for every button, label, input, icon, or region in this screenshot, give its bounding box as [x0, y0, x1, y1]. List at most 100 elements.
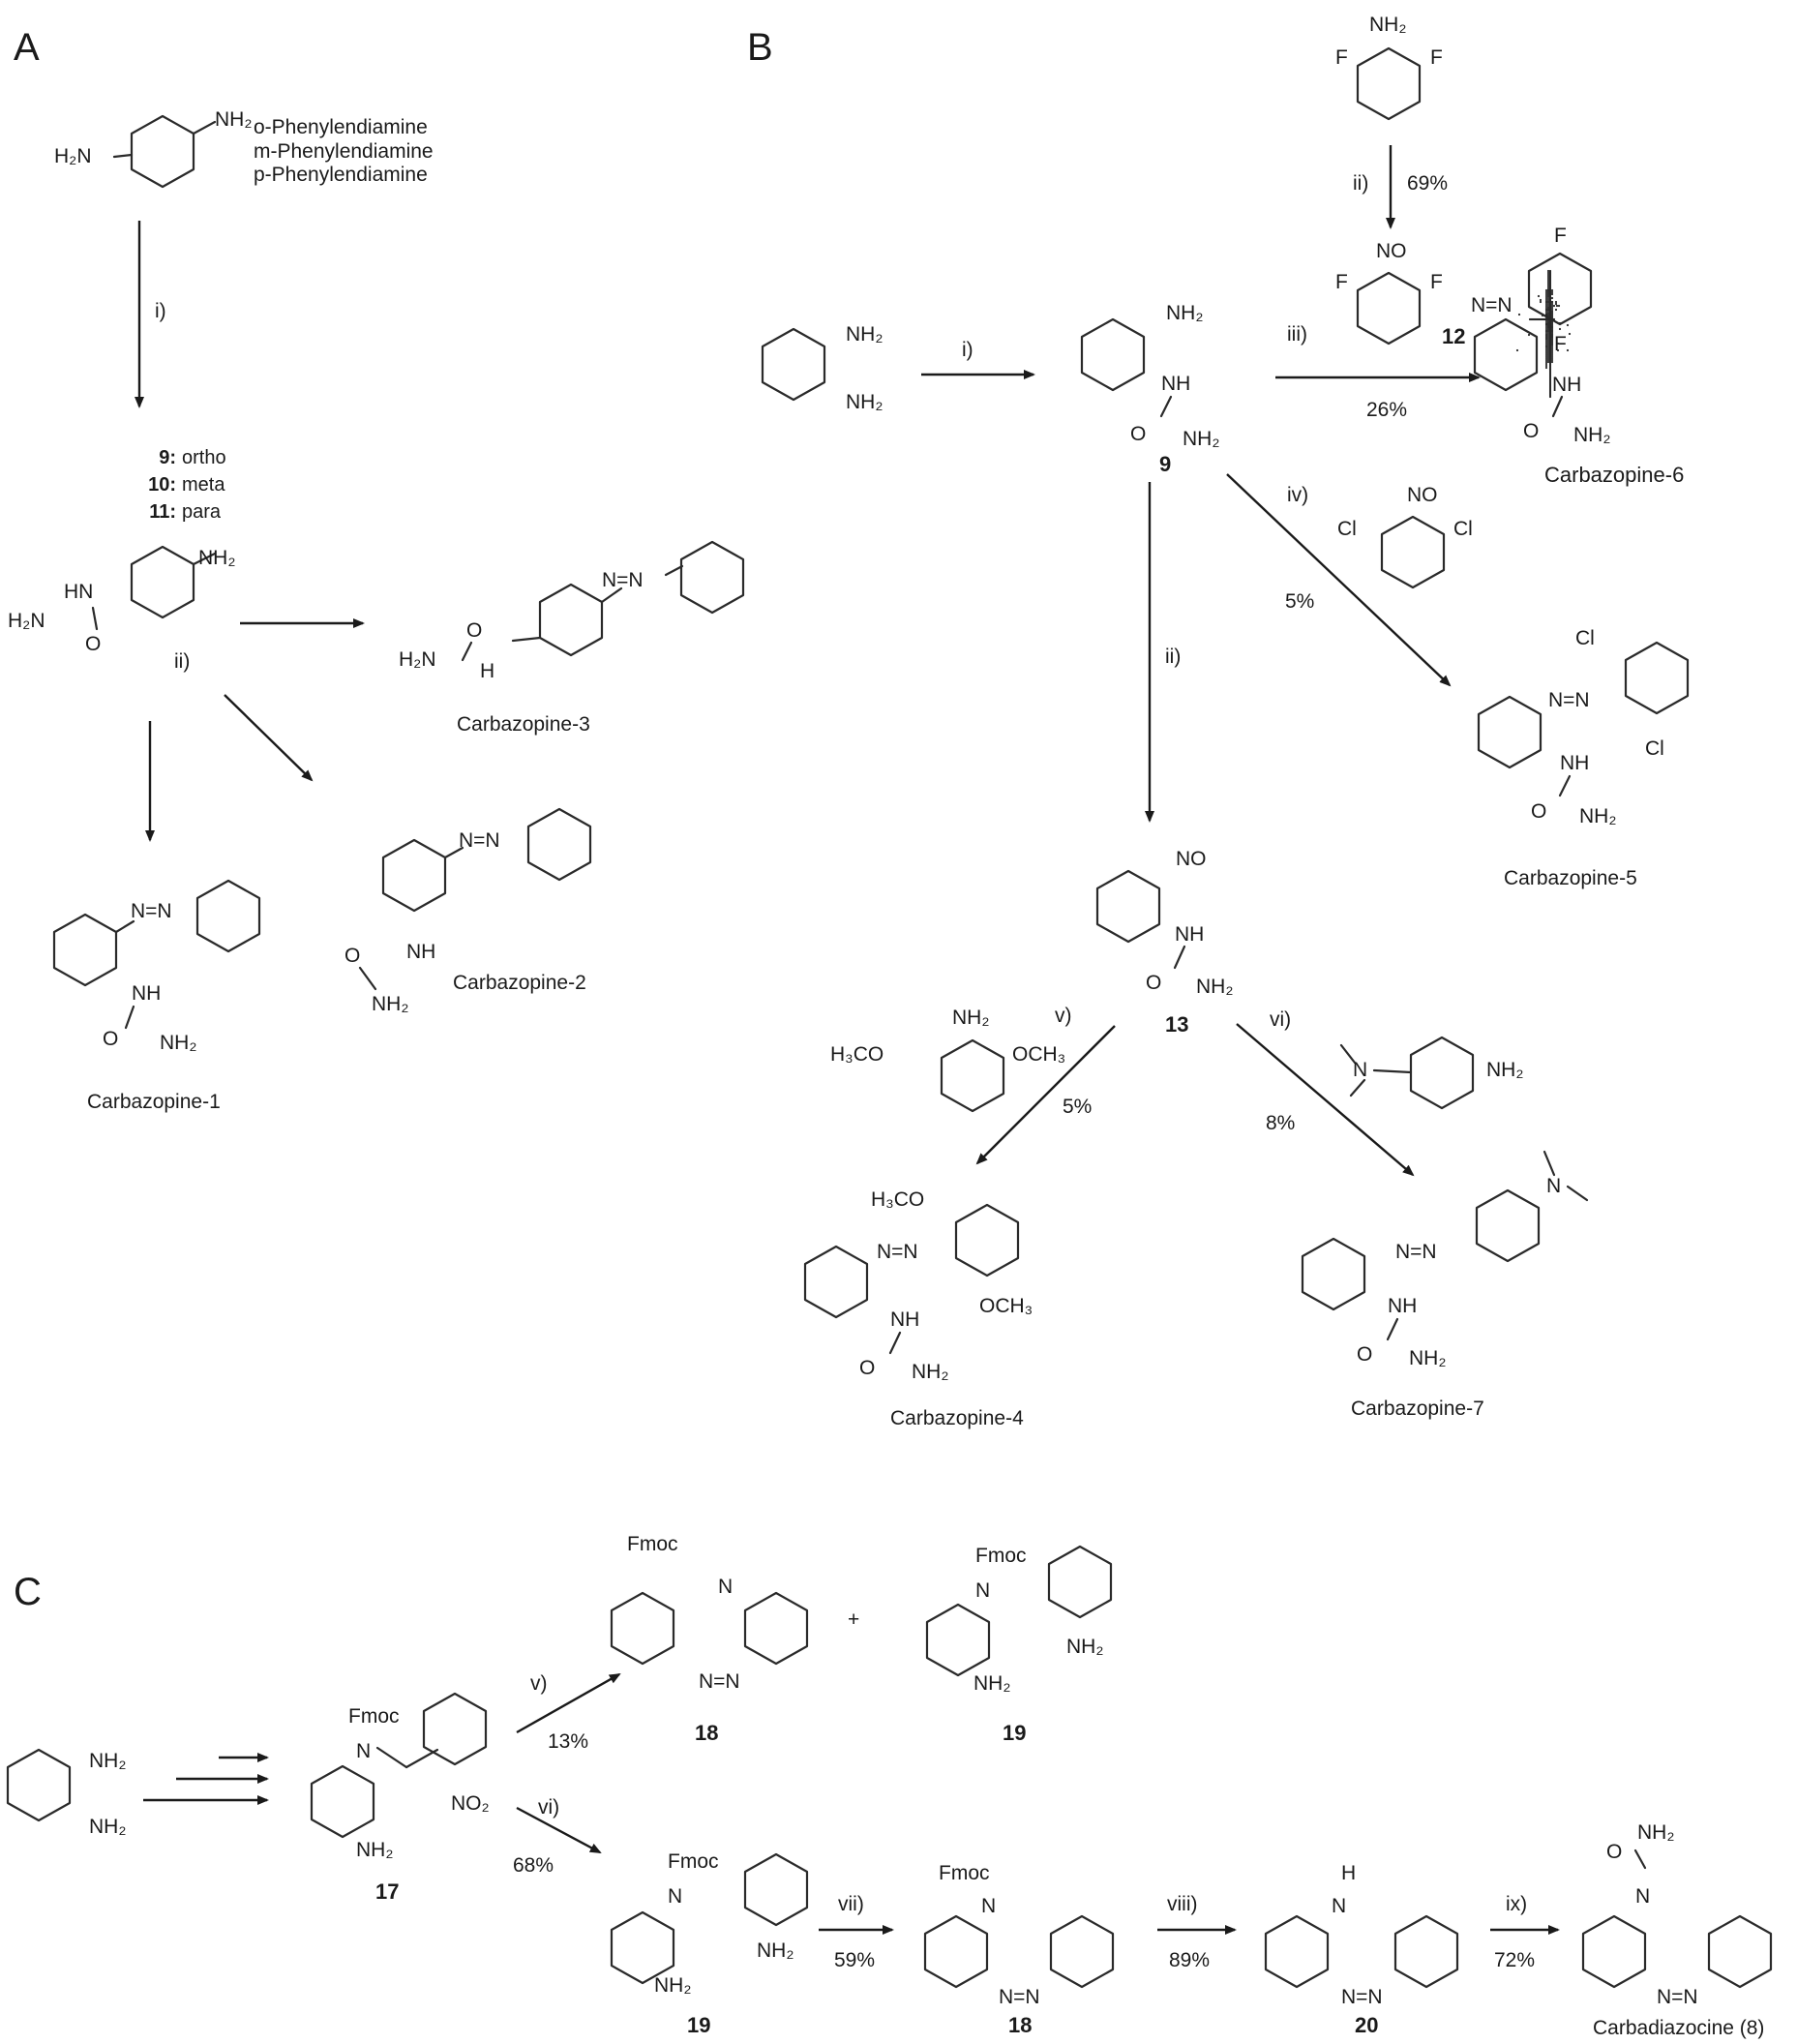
- azo-group: N=N: [1657, 1986, 1698, 2008]
- structure-carbazopine-2: N=N NH O NH₂: [344, 807, 592, 1015]
- atom-f: F: [1554, 225, 1567, 247]
- atom-f: F: [1335, 271, 1348, 293]
- atom-no2: NO₂: [451, 1792, 490, 1815]
- atom-nh2: NH₂: [1369, 14, 1406, 36]
- atom-n: N: [356, 1740, 371, 1762]
- atom-nh: NH: [890, 1308, 919, 1331]
- atom-nh2: NH₂: [912, 1361, 948, 1383]
- plus-sign: +: [848, 1608, 859, 1631]
- atom-n: N: [1635, 1885, 1650, 1908]
- compound-number: 12: [1442, 324, 1465, 348]
- azo-group: N=N: [602, 569, 644, 591]
- azo-group: N=N: [131, 900, 172, 922]
- atom-nh2: NH₂: [846, 323, 883, 346]
- atom-o: O: [1523, 420, 1539, 442]
- atom-o: O: [1146, 972, 1161, 994]
- yield-label: 72%: [1494, 1949, 1535, 1971]
- atom-nh2: NH₂: [1637, 1821, 1674, 1844]
- atom-o: O: [103, 1028, 118, 1050]
- panel-label-a: A: [14, 26, 40, 69]
- compound-number: 18: [1008, 2013, 1032, 2037]
- atom-n: N: [1353, 1059, 1367, 1081]
- ring-phenylenediamine-a: [130, 114, 195, 189]
- yield-label: 13%: [548, 1730, 588, 1753]
- yield-label: 5%: [1285, 590, 1314, 613]
- atom-nh2: NH₂: [89, 1750, 126, 1772]
- reagent-label: vi): [538, 1796, 559, 1819]
- reaction-arrow: [1226, 473, 1452, 687]
- atom-nh2: NH₂: [89, 1816, 126, 1838]
- isomer-name: m-Phenylendiamine: [254, 140, 434, 163]
- azo-group: N=N: [877, 1241, 918, 1263]
- structure-urea-9: NH₂ NH O NH₂: [1080, 302, 1219, 450]
- yield-label: 59%: [834, 1949, 875, 1971]
- atom-nh: NH: [1175, 923, 1204, 946]
- ring-dichloronitroso: [1380, 515, 1446, 589]
- compound-number: 10:: [148, 474, 176, 496]
- atom-nh: NH: [1560, 752, 1589, 774]
- atom-fmoc: Fmoc: [348, 1705, 400, 1728]
- atom-nh2: NH₂: [757, 1939, 794, 1962]
- atom-f: F: [1335, 46, 1348, 69]
- atom-n: N: [975, 1579, 990, 1602]
- reagent-label: ii): [1165, 646, 1181, 668]
- atom-o: O: [1606, 1841, 1622, 1863]
- compound-number: 9: [1159, 452, 1171, 476]
- product-name: Carbazopine-4: [890, 1407, 1024, 1429]
- atom-nh2: NH₂: [1486, 1059, 1523, 1081]
- atom-cl: Cl: [1337, 518, 1357, 540]
- ring-dimethoxyaniline: [940, 1038, 1005, 1113]
- reagent-label: vii): [838, 1893, 864, 1915]
- atom-nh2: NH₂: [1166, 302, 1203, 324]
- atom-nh2: NH₂: [654, 1974, 691, 1997]
- yield-label: 68%: [513, 1854, 554, 1877]
- ring-17-aniline: [310, 1764, 375, 1839]
- atom-n: N: [981, 1895, 996, 1917]
- panel-c: NH₂ NH₂ Fmoc N NH₂ NO₂ 17 v) 13% Fmoc N …: [6, 1533, 1773, 2039]
- ring-carbazopine-4-aniline: [803, 1245, 869, 1319]
- atom-nh: NH: [1552, 374, 1581, 396]
- position-label: ortho: [182, 447, 226, 468]
- azo-group: N=N: [459, 829, 500, 852]
- atom-nh2: NH₂: [1183, 428, 1219, 450]
- ring-19b-right: [743, 1852, 809, 1927]
- panel-label-c: C: [14, 1571, 42, 1613]
- structure-carbazopine-6: F F N=N: [1471, 225, 1593, 399]
- atom-h3co: H₃CO: [830, 1043, 884, 1066]
- ring-19b-left: [610, 1910, 675, 1985]
- atom-fmoc: Fmoc: [627, 1533, 678, 1555]
- ring-dimethylaminophenyl: [1475, 1188, 1541, 1263]
- reagent-label: ix): [1506, 1893, 1527, 1915]
- compound-number: 19: [1003, 1721, 1026, 1745]
- position-label: para: [182, 501, 222, 523]
- azo-group: N=N: [1395, 1241, 1437, 1263]
- panel-b-v: v) 5% NH₂ H₃CO OCH₃ H₃CO OCH₃ N=N NH O N…: [803, 1005, 1116, 1429]
- ring-20-right: [1393, 1914, 1459, 1989]
- atom-nh2: NH₂: [1066, 1636, 1103, 1658]
- reagent-label: ii): [1353, 172, 1368, 195]
- yield-label: 26%: [1366, 399, 1407, 421]
- atom-o: O: [85, 633, 101, 655]
- azo-group: N=N: [1341, 1986, 1383, 2008]
- panel-a: NH₂ H₂N o-Phenylendiamine m-Phenylendiam…: [8, 108, 745, 1113]
- atom-fmoc: Fmoc: [668, 1850, 719, 1873]
- compound-number: 19: [687, 2013, 710, 2037]
- atom-hn: HN: [64, 581, 93, 603]
- atom-no: NO: [1376, 240, 1407, 262]
- ring-20-left: [1264, 1914, 1330, 1989]
- atom-nh2: NH₂: [973, 1672, 1010, 1695]
- ring-8-right: [1707, 1914, 1773, 1989]
- atom-och3: OCH₃: [979, 1295, 1033, 1317]
- reaction-arrow: [516, 1806, 602, 1854]
- azo-group: N=N: [1471, 294, 1512, 316]
- isomer-name: o-Phenylendiamine: [254, 116, 428, 138]
- atom-h: H: [1341, 1862, 1356, 1884]
- structure-nitroso-12: NO F F: [1335, 240, 1443, 346]
- product-name: Carbazopine-3: [457, 713, 590, 736]
- reagent-label: iv): [1287, 484, 1308, 506]
- urea-series-labels: 9: ortho 10: meta 11: para: [148, 447, 226, 523]
- atom-h2n: H₂N: [399, 648, 435, 671]
- ring-urea-precursor: [130, 545, 195, 619]
- reagent-label: v): [1055, 1005, 1072, 1027]
